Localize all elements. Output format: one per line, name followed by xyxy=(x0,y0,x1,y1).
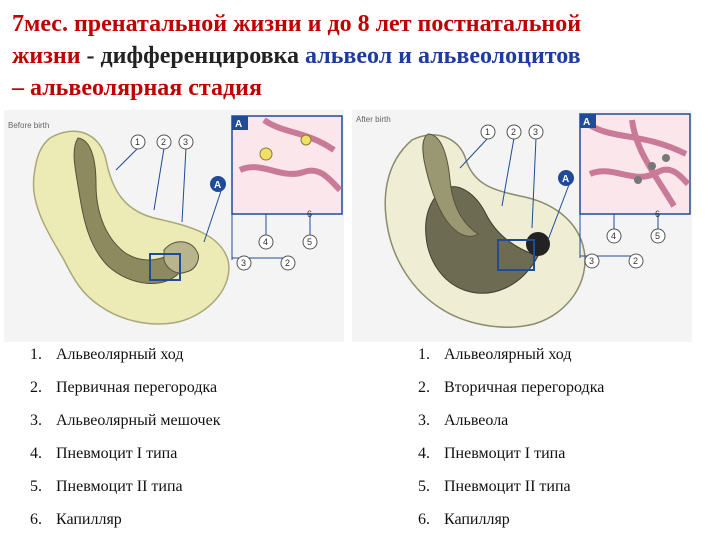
capillary-cell xyxy=(648,162,656,170)
legend-list-before-birth: 1. Альвеолярный ход 2. Первичная перегород… xyxy=(30,338,220,536)
item-number: 4. xyxy=(418,445,430,462)
title-alveoli-phrase: альвеол и альвеолоцитов xyxy=(299,43,581,69)
list-item: 2. Первичная перегородка xyxy=(30,371,220,404)
item-number: 1. xyxy=(418,346,430,363)
list-item: 3. Альвеола xyxy=(418,404,604,437)
item-number: 3. xyxy=(418,412,430,429)
callout-3: 3 xyxy=(533,127,538,137)
inset-label: A xyxy=(583,117,590,128)
list-item: 6. Капилляр xyxy=(418,503,604,536)
item-label: Пневмоцит I типа xyxy=(444,445,566,462)
item-label: Капилляр xyxy=(56,511,122,528)
title-word-life: жизни xyxy=(12,43,81,69)
inset-label: A xyxy=(235,119,242,130)
before-birth-diagram: Before birth A xyxy=(4,110,344,342)
alveolus-dark xyxy=(526,232,550,256)
alveolar-duct xyxy=(422,133,479,237)
callout-a: A xyxy=(214,180,221,191)
item-number: 6. xyxy=(418,511,430,528)
title-word-differentiation: дифференцировка xyxy=(100,43,300,69)
inset-label-box xyxy=(232,116,248,130)
title-separator: - xyxy=(80,43,101,69)
item-number: 5. xyxy=(418,478,430,495)
callout-6: 6 xyxy=(307,209,312,219)
item-label: Капилляр xyxy=(444,511,510,528)
item-label: Альвеолярный ход xyxy=(444,346,572,363)
callout-a-circle xyxy=(210,176,226,192)
item-number: 2. xyxy=(418,379,430,396)
inset-label-box xyxy=(580,114,596,128)
pneumocyte-ii-cell xyxy=(259,147,273,161)
title-line-1: 7мес. пренатальной жизни и до 8 лет пост… xyxy=(12,11,582,37)
callout-3-lower: 3 xyxy=(241,258,246,268)
list-item: 4. Пневмоцит I типа xyxy=(30,437,220,470)
item-label: Пневмоцит II типа xyxy=(444,478,571,495)
callout-4: 4 xyxy=(263,237,268,247)
item-label: Пневмоцит II типа xyxy=(56,478,183,495)
callout-1: 1 xyxy=(485,127,490,137)
list-item: 6. Капилляр xyxy=(30,503,220,536)
capillary-cell xyxy=(662,154,670,162)
highlight-box xyxy=(149,253,181,281)
callout-2-lower: 2 xyxy=(633,256,638,266)
callout-2: 2 xyxy=(161,137,166,147)
list-item: 3. Альвеолярный мешочек xyxy=(30,404,220,437)
pneumocyte-ii-cell xyxy=(300,134,312,146)
list-item: 4. Пневмоцит I типа xyxy=(418,437,604,470)
callout-5: 5 xyxy=(307,237,312,247)
highlight-box xyxy=(497,239,535,271)
item-label: Альвеолярный ход xyxy=(56,346,184,363)
item-number: 6. xyxy=(30,511,42,528)
callout-a: A xyxy=(562,174,569,185)
title-line-3: – альвеолярная стадия xyxy=(12,75,262,101)
figure-caption: After birth xyxy=(356,115,391,124)
callout-3-lower: 3 xyxy=(589,256,594,266)
callout-3: 3 xyxy=(183,137,188,147)
item-label: Пневмоцит I типа xyxy=(56,445,178,462)
list-item: 5. Пневмоцит II типа xyxy=(418,470,604,503)
figure-after-birth: After birth A xyxy=(352,110,692,342)
item-label: Альвеола xyxy=(444,412,509,429)
inset-septa xyxy=(238,117,343,193)
legend-list-after-birth: 1. Альвеолярный ход 2. Вторичная перегород… xyxy=(418,338,604,536)
figure-caption: Before birth xyxy=(8,121,49,130)
callout-4: 4 xyxy=(611,231,616,241)
callout-circles xyxy=(130,134,318,271)
callout-a-circle xyxy=(558,170,574,186)
callout-5: 5 xyxy=(655,231,660,241)
callout-circles xyxy=(480,124,666,269)
item-number: 2. xyxy=(30,379,42,396)
item-number: 4. xyxy=(30,445,42,462)
inset-septa xyxy=(586,119,691,208)
saccule xyxy=(163,241,199,274)
callout-2: 2 xyxy=(511,127,516,137)
list-item: 1. Альвеолярный ход xyxy=(418,338,604,371)
capillary-cell xyxy=(634,176,642,184)
list-item: 1. Альвеолярный ход xyxy=(30,338,220,371)
callout-1: 1 xyxy=(135,137,140,147)
item-label: Альвеолярный мешочек xyxy=(56,412,221,429)
item-number: 3. xyxy=(30,412,42,429)
callout-2-lower: 2 xyxy=(285,258,290,268)
item-number: 5. xyxy=(30,478,42,495)
item-label: Вторичная перегородка xyxy=(444,379,605,396)
after-birth-diagram: After birth A xyxy=(352,110,692,342)
item-number: 1. xyxy=(30,346,42,363)
list-item: 2. Вторичная перегородка xyxy=(418,371,604,404)
figure-before-birth: Before birth A xyxy=(4,110,344,342)
list-item: 5. Пневмоцит II типа xyxy=(30,470,220,503)
callout-6: 6 xyxy=(655,209,660,219)
page-title: 7мес. пренатальной жизни и до 8 лет пост… xyxy=(12,8,712,104)
item-label: Первичная перегородка xyxy=(56,379,218,396)
